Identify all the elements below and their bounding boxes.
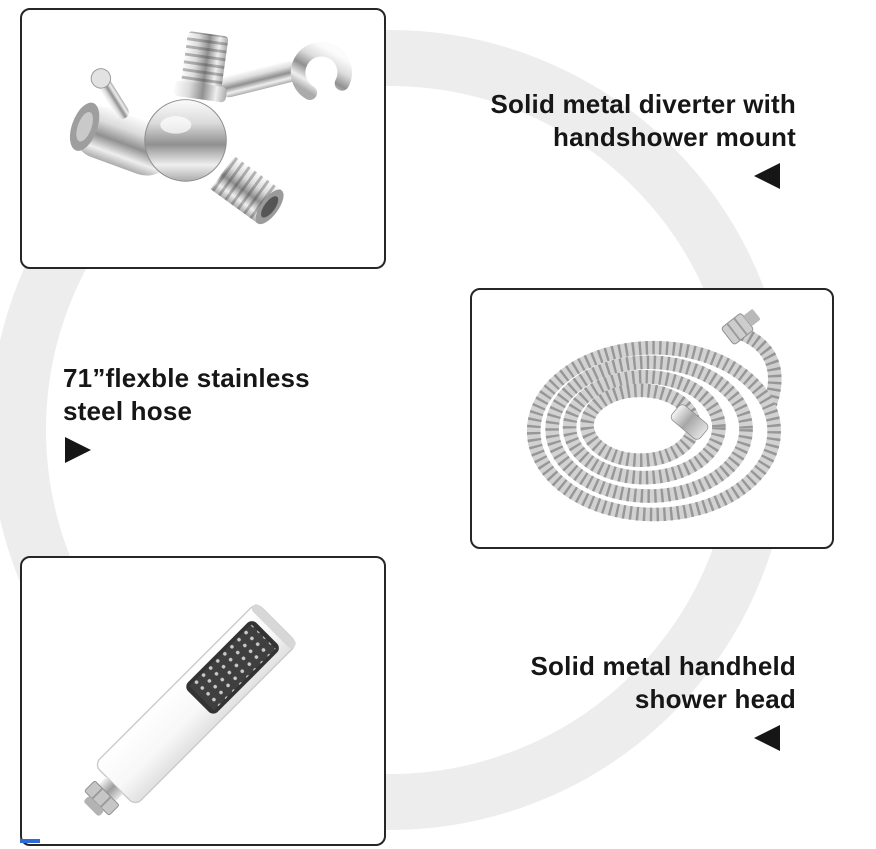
callout-handheld-line1: Solid metal handheld [530,651,796,681]
hose-middle-fitting [670,404,709,440]
arrow-right-icon [65,437,91,463]
diverter-outlet-threaded [210,156,284,225]
callout-diverter-line1: Solid metal diverter with [490,89,796,119]
product-box-hose [470,288,834,549]
hose-photo [526,309,782,522]
diverter-handshower-clamp [290,41,352,104]
shower-wand [84,603,296,816]
callout-diverter: Solid metal diverter with handshower mou… [400,88,796,197]
callout-handheld-shower: Solid metal handheld shower head [400,650,796,759]
callout-hose-line1: 71”flexble stainless [63,363,310,393]
callout-handheld-line2: shower head [634,683,796,714]
diverter-lever [90,68,129,119]
hose-end-connector [721,309,760,345]
diverter-center-body [144,99,227,182]
product-box-handheld-shower [20,556,386,846]
hose-coil [526,327,782,522]
callout-hose-line2: steel hose [63,395,193,426]
diverter-mount-arm [218,61,300,98]
product-box-diverter [20,8,386,269]
handheld-shower-photo [84,603,296,816]
arrow-left-icon [754,163,780,189]
blue-accent-mark [20,839,40,843]
arrow-left-icon [754,725,780,751]
callout-diverter-line2: handshower mount [553,121,796,152]
diverter-photo [69,31,352,225]
callout-hose: 71”flexble stainless steel hose [63,362,393,471]
diverter-top-threaded-pipe [173,31,229,103]
